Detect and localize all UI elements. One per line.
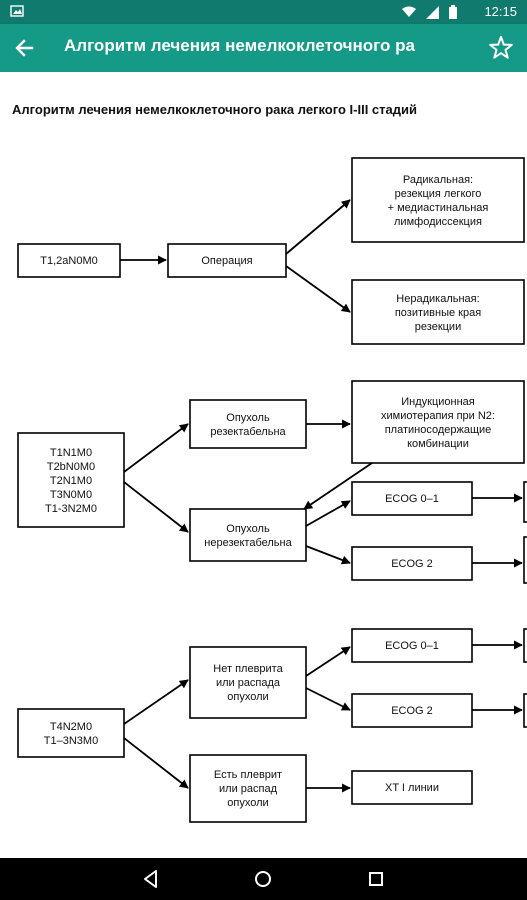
node-ecog01-b — [351, 628, 473, 663]
node-label-induction: химиотерапия при N2: — [381, 410, 495, 422]
node-offscreen-2 — [523, 536, 527, 584]
document-heading: Алгоритм лечения немелкоклеточного рака … — [12, 102, 417, 117]
app-bar: Алгоритм лечения немелкоклеточного ра — [0, 24, 527, 72]
arrow-back-icon[interactable] — [10, 34, 38, 62]
node-label-stage-1: T1,2aN0M0 — [40, 255, 97, 267]
edge-nopleurisy-ecog2 — [305, 687, 351, 711]
node-resectable — [189, 399, 307, 449]
node-label-pleurisy: или распад — [219, 783, 278, 795]
edge-nonresectable-ecog2 — [305, 545, 351, 565]
node-label-nonresectable: Опухоль — [226, 523, 270, 535]
node-stage-1 — [17, 243, 121, 278]
node-label-pleurisy: Есть плеврит — [214, 769, 282, 781]
node-label-stage-3: T1–3N3M0 — [44, 735, 98, 747]
node-label-resectable: Опухоль — [226, 412, 270, 424]
node-label-radical: лимфодиссекция — [394, 216, 482, 228]
node-nonresectable — [189, 508, 307, 562]
edge-stage3-pleurisy — [123, 737, 189, 789]
star-outline-icon[interactable] — [487, 34, 515, 62]
node-ecog2-b — [351, 693, 473, 728]
node-label-operation: Операция — [201, 255, 252, 267]
node-label-no-pleurisy: или распада — [216, 677, 281, 689]
node-label-resectable: резектабельна — [210, 426, 286, 438]
node-offscreen-1 — [523, 481, 527, 523]
node-pleurisy — [189, 754, 307, 823]
edge-operation-nonradical — [285, 265, 351, 313]
edge-stage3-nopleurisy — [123, 679, 189, 725]
node-offscreen-3 — [523, 628, 527, 663]
node-xt1 — [351, 770, 473, 805]
edge-stage2-nonresectable — [123, 481, 189, 533]
wifi-icon — [402, 6, 416, 17]
node-label-induction: платиносодержащие — [385, 424, 492, 436]
node-label-stage-2: T2bN0M0 — [47, 461, 95, 473]
node-label-stage-2: T2N1M0 — [50, 475, 92, 487]
document-view[interactable]: Алгоритм лечения немелкоклеточного рака … — [0, 72, 527, 858]
system-icons — [402, 5, 457, 19]
node-label-nonradical: резекции — [415, 321, 461, 333]
image-icon — [10, 5, 24, 17]
node-label-ecog01-b: ECOG 0–1 — [385, 640, 439, 652]
edge-operation-radical — [285, 199, 351, 255]
nav-home-icon[interactable] — [251, 867, 275, 891]
node-radical — [351, 157, 525, 243]
node-label-nonradical: позитивные края — [395, 307, 481, 319]
node-label-ecog2-a: ECOG 2 — [391, 558, 433, 570]
status-bar: 12:15 — [0, 0, 527, 24]
node-ecog2-a — [351, 546, 473, 581]
edge-induction-nonresectable — [303, 462, 373, 510]
node-label-pleurisy: опухоли — [227, 797, 268, 809]
node-label-no-pleurisy: опухоли — [227, 691, 268, 703]
nav-recents-icon[interactable] — [364, 867, 388, 891]
node-nonradical — [351, 279, 525, 345]
edge-nopleurisy-ecog01 — [305, 646, 351, 677]
node-label-stage-3: T4N2M0 — [50, 721, 92, 733]
node-label-radical: резекция легкого — [395, 188, 482, 200]
node-ecog01-a — [351, 481, 473, 516]
node-induction — [351, 380, 525, 464]
node-operation — [167, 243, 287, 278]
nav-back-icon[interactable] — [139, 867, 163, 891]
node-label-induction: Индукционная — [401, 396, 475, 408]
battery-icon — [449, 5, 457, 19]
edge-nonresectable-ecog01 — [305, 500, 351, 527]
signal-icon — [426, 5, 439, 19]
node-label-nonradical: Нерадикальная: — [396, 293, 479, 305]
node-stage-2 — [17, 432, 125, 528]
node-label-no-pleurisy: Нет плеврита — [213, 663, 283, 675]
node-no-pleurisy — [189, 646, 307, 719]
node-label-radical: + медиастинальная — [388, 202, 489, 214]
node-label-induction: комбинации — [407, 438, 469, 450]
node-label-stage-2: T3N0M0 — [50, 489, 92, 501]
status-time: 12:15 — [484, 4, 517, 19]
node-stage-3 — [17, 708, 125, 758]
node-label-ecog2-b: ECOG 2 — [391, 705, 433, 717]
node-label-radical: Радикальная: — [403, 174, 473, 186]
node-offscreen-4 — [523, 693, 527, 728]
node-label-nonresectable: нерезектабельна — [204, 537, 292, 549]
navigation-bar — [0, 858, 527, 900]
edge-stage2-resectable — [123, 423, 189, 473]
node-label-xt1: XT I линии — [385, 782, 439, 794]
node-label-stage-2: T1-3N2M0 — [45, 503, 97, 515]
treatment-flowchart: T1,2aN0M0 Операция Радикальная: резекция ле… — [17, 157, 527, 823]
node-label-stage-2: T1N1M0 — [50, 447, 92, 459]
page-title: Алгоритм лечения немелкоклеточного ра — [64, 36, 415, 55]
node-label-ecog01-a: ECOG 0–1 — [385, 493, 439, 505]
